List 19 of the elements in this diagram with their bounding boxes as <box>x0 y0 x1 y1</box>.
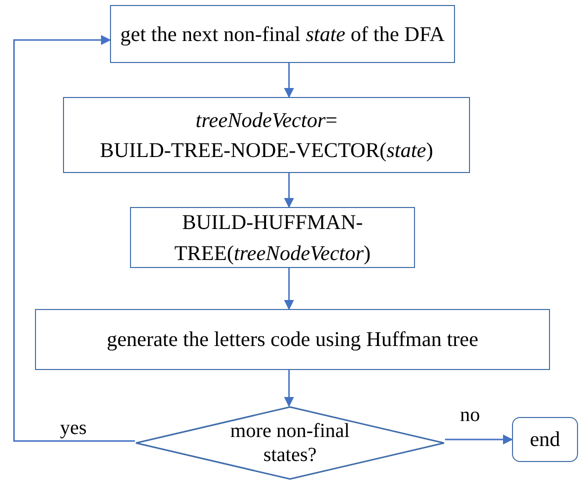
node-text: generate the letters code using Huffman tree <box>106 326 478 354</box>
process-box <box>110 5 455 63</box>
node-text: BUILD-HUFFMAN-TREE(treeNodeVector) <box>173 209 372 266</box>
process-box <box>63 97 470 173</box>
node-text: treeNodeVector= <box>196 106 338 134</box>
decision-diamond <box>135 406 445 480</box>
node-text: more non-final states? <box>229 419 351 467</box>
arrow <box>284 63 294 98</box>
node-text: BUILD-TREE-NODE-VECTOR(state) <box>100 137 434 164</box>
node-text: end <box>530 426 560 454</box>
arrow <box>284 173 294 208</box>
arrow <box>13 35 135 442</box>
terminal-box <box>512 417 578 462</box>
arrow <box>284 268 294 310</box>
arrow <box>284 370 294 407</box>
node-text: get the next non-final state of the DFA <box>120 20 445 48</box>
process-box <box>35 309 550 370</box>
process-box <box>130 207 415 268</box>
arrow <box>445 434 513 444</box>
